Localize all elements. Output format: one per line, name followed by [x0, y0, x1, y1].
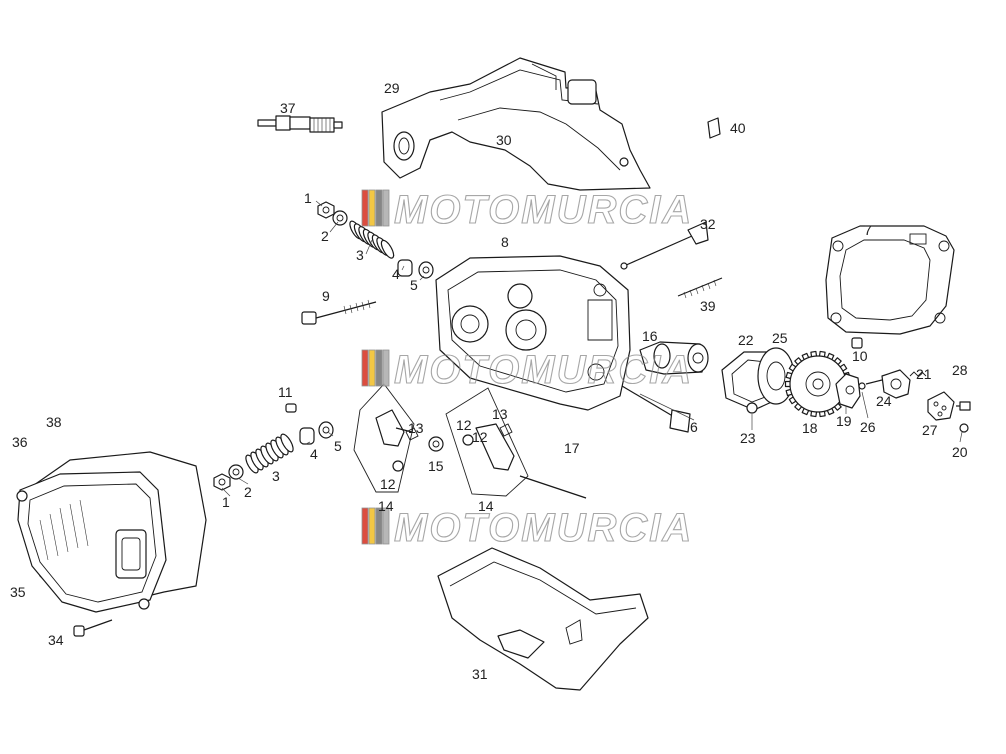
callout-13-left: 13: [408, 420, 424, 436]
decompressor-cover-parts: [865, 369, 971, 433]
callout-31: 31: [472, 666, 488, 682]
callout-8: 8: [501, 234, 509, 250]
watermark-2: MOTOMURCIA: [361, 347, 693, 393]
callout-3-upper: 3: [356, 247, 364, 263]
callout-7: 7: [864, 222, 872, 238]
exhaust-valve-part: [621, 385, 691, 433]
callout-16: 16: [642, 328, 658, 344]
callout-29: 29: [384, 80, 400, 96]
rocker-shaft-part: [519, 475, 587, 499]
cover-bolt-part: [73, 619, 113, 637]
head-bolt-part: [301, 299, 377, 325]
callout-1-lower: 1: [222, 494, 230, 510]
callout-22: 22: [738, 332, 754, 348]
head-gasket-part: [825, 225, 955, 335]
watermark-text: MOTOMURCIA: [394, 506, 693, 550]
callout-32: 32: [700, 216, 716, 232]
callout-36: 36: [12, 434, 28, 450]
stud-part: [677, 277, 723, 299]
callout-12-right: 12: [456, 417, 472, 433]
callout-13-right: 13: [492, 406, 508, 422]
lower-valve-parts: [213, 421, 334, 491]
leader-lines: [221, 200, 963, 497]
dowel-part: [851, 337, 863, 349]
rocker-washer-part: [428, 436, 444, 452]
lower-shroud-part: [437, 547, 649, 691]
callout-12-left: 12: [380, 476, 396, 492]
callout-24: 24: [876, 393, 892, 409]
clip-part: [707, 117, 721, 139]
spark-plug-part: [257, 115, 343, 133]
callout-2-lower: 2: [244, 484, 252, 500]
callout-26: 26: [860, 419, 876, 435]
callout-6: 6: [690, 419, 698, 435]
callout-40: 40: [730, 120, 746, 136]
callout-1-upper: 1: [304, 190, 312, 206]
callout-30: 30: [496, 132, 512, 148]
callout-10: 10: [852, 348, 868, 364]
callout-19: 19: [836, 413, 852, 429]
callout-23: 23: [740, 430, 756, 446]
watermark-1: MOTOMURCIA: [361, 187, 693, 233]
pin-part: [285, 403, 297, 413]
callout-3-lower: 3: [272, 468, 280, 484]
callout-2-upper: 2: [321, 228, 329, 244]
callout-39: 39: [700, 298, 716, 314]
callout-18: 18: [802, 420, 818, 436]
callout-5-upper: 5: [410, 277, 418, 293]
upper-valve-parts: [317, 201, 434, 279]
valve-cover-part: [16, 451, 207, 613]
upper-shroud-part: [381, 57, 651, 191]
callout-28: 28: [952, 362, 968, 378]
callout-25: 25: [772, 330, 788, 346]
callout-4-upper: 4: [392, 266, 400, 282]
rocker-arm-group-left: [353, 383, 419, 493]
camshaft-part: [639, 341, 709, 375]
intake-valve-part: [620, 221, 709, 270]
callout-12-lower: 12: [472, 429, 488, 445]
watermark-text: MOTOMURCIA: [394, 348, 693, 392]
callout-27: 27: [922, 422, 938, 438]
callout-5-lower: 5: [334, 438, 342, 454]
callout-14-right: 14: [478, 498, 494, 514]
bearing-housing-part: [721, 347, 795, 414]
callout-20: 20: [952, 444, 968, 460]
callout-4-lower: 4: [310, 446, 318, 462]
watermark-3: MOTOMURCIA: [361, 505, 693, 551]
callout-35: 35: [10, 584, 26, 600]
callout-9: 9: [322, 288, 330, 304]
cylinder-head-part: [435, 255, 631, 411]
decompressor-part: [835, 373, 866, 409]
callout-11: 11: [278, 384, 293, 400]
callout-37: 37: [280, 100, 296, 116]
callout-38: 38: [46, 414, 62, 430]
watermark-text: MOTOMURCIA: [394, 188, 693, 232]
rocker-arm-group-right: [445, 387, 529, 497]
callout-34: 34: [48, 632, 64, 648]
callout-15: 15: [428, 458, 444, 474]
callout-21: 21: [916, 366, 932, 382]
callout-17: 17: [564, 440, 580, 456]
callout-labels: 37 29 30 40 1 2 3 4 5 8 32 39 7 9 10 16 …: [10, 80, 968, 682]
callout-14-left: 14: [378, 498, 394, 514]
